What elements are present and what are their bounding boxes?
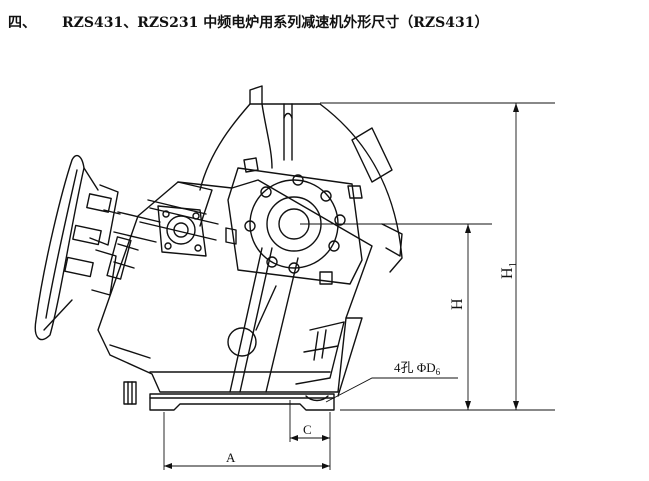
c-label: C [303,422,312,437]
counterweight [227,285,277,357]
section-title: RZS431、RZS231 中频电炉用系列减速机外形尺寸（RZS431） [62,15,489,31]
input-shaft [106,211,161,280]
gear-housing [97,179,373,393]
page-title: 四、 RZS431、RZS231 中频电炉用系列减速机外形尺寸（RZS431） [8,12,488,32]
h-label: H [449,298,466,310]
right-bracket [295,317,363,397]
side-flange [157,205,207,257]
hand-wheel [34,154,121,341]
output-flange [225,157,363,285]
base-plate [123,381,335,411]
h1-label: H1 [499,262,519,279]
holes-leader [325,377,458,403]
section-number: 四、 [8,15,36,31]
upper-casing [199,85,403,273]
a-label: A [226,450,236,465]
holes-label: 4孔 ΦD6 [394,360,441,377]
